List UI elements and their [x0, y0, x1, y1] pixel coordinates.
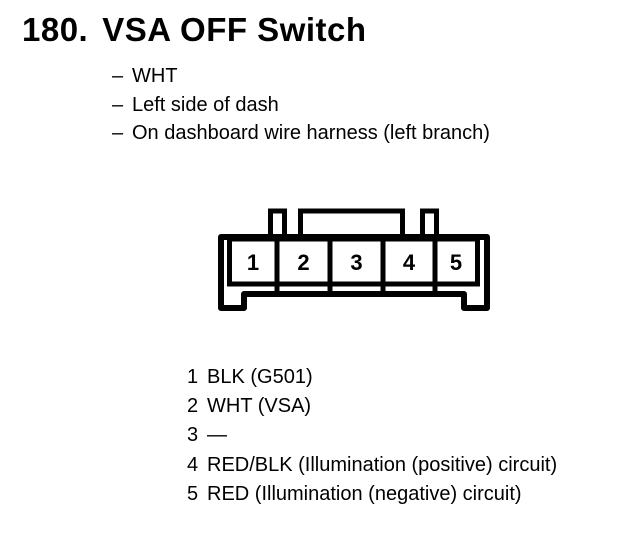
connector-tab-right	[420, 208, 439, 240]
item-number: 180.	[22, 11, 89, 48]
connector-tab-center	[298, 208, 405, 240]
bullet-dash: –	[112, 122, 124, 145]
pin-cavity-4	[380, 236, 438, 287]
bullet-dash: –	[112, 93, 124, 116]
detail-text: Left side of dash	[132, 93, 279, 116]
page-title: 180. VSA OFF Switch	[22, 11, 367, 49]
detail-text: On dashboard wire harness (left branch)	[132, 122, 490, 145]
pin-list-label: —	[207, 424, 227, 447]
pin-list-label: RED (Illumination (negative) circuit)	[207, 482, 522, 505]
pin-row: 4 RED/BLK (Illumination (positive) circu…	[186, 451, 557, 480]
connector-diagram: 1 2 3 4 5	[218, 208, 490, 311]
connector-tab-left	[268, 208, 287, 240]
detail-item: – On dashboard wire harness (left branch…	[112, 119, 490, 148]
location-details: – WHT – Left side of dash – On dashboard…	[112, 62, 490, 148]
detail-item: – Left side of dash	[112, 91, 490, 120]
pin-number-4: 4	[403, 250, 416, 275]
detail-item: – WHT	[112, 62, 490, 91]
item-title: VSA OFF Switch	[102, 11, 367, 48]
pin-row: 2 WHT (VSA)	[186, 392, 557, 421]
pin-list-label: RED/BLK (Illumination (positive) circuit…	[207, 453, 558, 476]
pin-number-2: 2	[297, 250, 309, 275]
pin-list-number: 4	[186, 453, 199, 476]
pin-list-label: WHT (VSA)	[207, 395, 312, 418]
pin-list-number: 3	[186, 424, 199, 447]
pin-list-number: 5	[186, 482, 199, 505]
pin-row: 5 RED (Illumination (negative) circuit)	[186, 480, 557, 509]
pin-row: 3 —	[186, 421, 557, 450]
pin-cavity-5	[432, 236, 480, 287]
detail-text: WHT	[132, 65, 178, 87]
pin-row: 1 BLK (G501)	[186, 363, 557, 392]
pin-list: 1 BLK (G501) 2 WHT (VSA) 3 — 4 RED/BLK (…	[186, 363, 557, 509]
pin-list-number: 1	[186, 366, 199, 388]
pin-number-1: 1	[247, 250, 259, 275]
pin-number-3: 3	[350, 250, 362, 275]
pin-list-label: BLK (G501)	[207, 366, 313, 388]
bullet-dash: –	[112, 65, 124, 87]
pin-number-5: 5	[450, 250, 462, 275]
pin-list-number: 2	[186, 395, 199, 418]
pin-cavity-2	[274, 236, 333, 287]
